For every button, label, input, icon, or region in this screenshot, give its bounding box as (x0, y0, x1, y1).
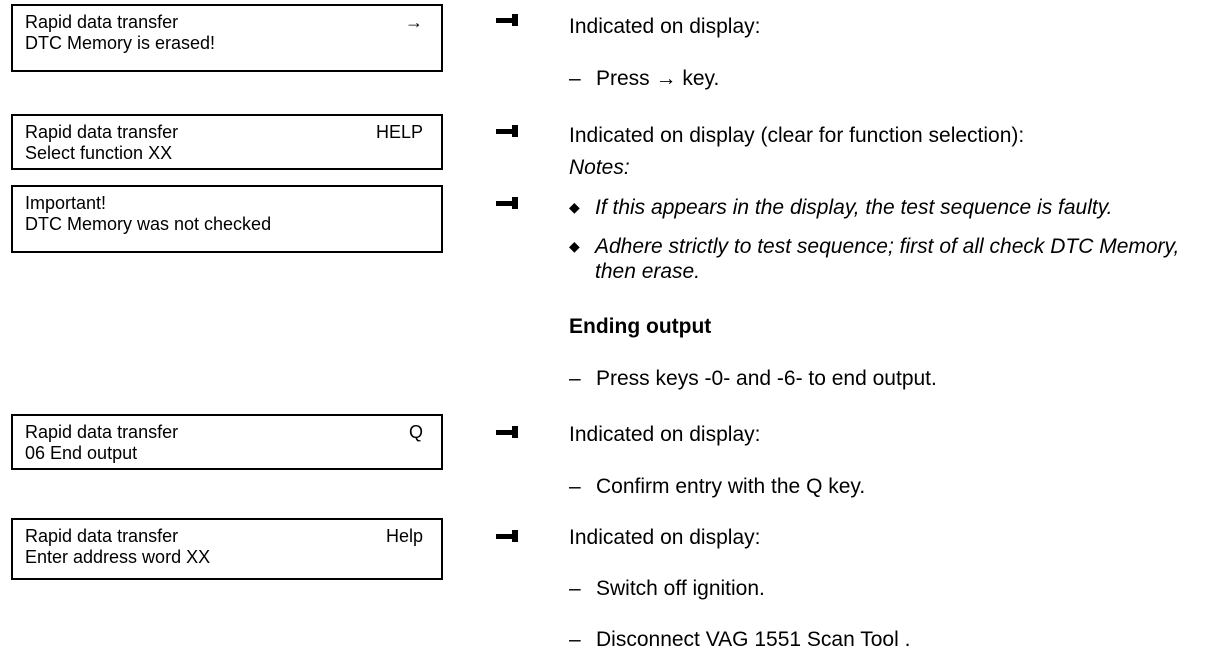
step-text: Press → key. (596, 67, 720, 90)
display-box-address-word: Rapid data transfer Help Enter address w… (11, 518, 443, 580)
step-text: Disconnect VAG 1551 Scan Tool . (596, 628, 911, 651)
display-box-important: Important! DTC Memory was not checked (11, 185, 443, 253)
indicated-text-3: Indicated on display: (569, 423, 761, 446)
display-box-erased: Rapid data transfer → DTC Memory is eras… (11, 4, 443, 72)
display-line1: Rapid data transfer (25, 12, 179, 32)
display-line2: DTC Memory was not checked (25, 214, 272, 234)
pointing-hand-icon (496, 197, 518, 209)
notes-label: Notes: (569, 156, 630, 179)
step-disconnect-scan-tool: –Disconnect VAG 1551 Scan Tool . (569, 628, 911, 651)
step-press-key: –Press → key. (569, 67, 720, 90)
display-key: HELP (375, 122, 423, 142)
step-text: Press keys -0- and -6- to end output. (596, 367, 937, 390)
display-line2: 06 End output (25, 443, 138, 463)
display-key: Q (408, 422, 423, 442)
step-confirm-entry: –Confirm entry with the Q key. (569, 475, 866, 498)
display-key: → (405, 12, 423, 32)
indicated-text-4: Indicated on display: (569, 526, 761, 549)
note-adhere: ◆ Adhere strictly to test sequence; firs… (569, 234, 1199, 284)
step-text: Confirm entry with the Q key. (596, 475, 866, 498)
note-text: If this appears in the display, the test… (595, 196, 1113, 219)
step-end-output: –Press keys -0- and -6- to end output. (569, 367, 937, 390)
pointing-hand-icon (496, 426, 518, 438)
display-line2: Enter address word XX (25, 547, 211, 567)
pointing-hand-icon (496, 125, 518, 137)
display-line1: Rapid data transfer (25, 122, 179, 142)
diamond-bullet-icon: ◆ (569, 238, 580, 254)
display-line1: Important! (25, 193, 107, 213)
step-switch-off-ignition: –Switch off ignition. (569, 577, 765, 600)
display-line1: Rapid data transfer (25, 422, 179, 442)
note-faulty: ◆ If this appears in the display, the te… (569, 195, 1219, 220)
display-box-end-output: Rapid data transfer Q 06 End output (11, 414, 443, 470)
pointing-hand-icon (496, 530, 518, 542)
display-key: Help (385, 526, 423, 546)
note-text: Adhere strictly to test sequence; first … (595, 235, 1180, 283)
section-heading-ending-output: Ending output (569, 315, 712, 338)
indicated-text-1: Indicated on display: (569, 15, 761, 38)
display-line1: Rapid data transfer (25, 526, 179, 546)
display-line2: Select function XX (25, 143, 173, 163)
indicated-text-2: Indicated on display (clear for function… (569, 124, 1025, 147)
step-text: Switch off ignition. (596, 577, 765, 600)
diamond-bullet-icon: ◆ (569, 199, 580, 215)
display-box-select-function: Rapid data transfer HELP Select function… (11, 114, 443, 170)
pointing-hand-icon (496, 14, 518, 26)
display-line2: DTC Memory is erased! (25, 33, 216, 53)
